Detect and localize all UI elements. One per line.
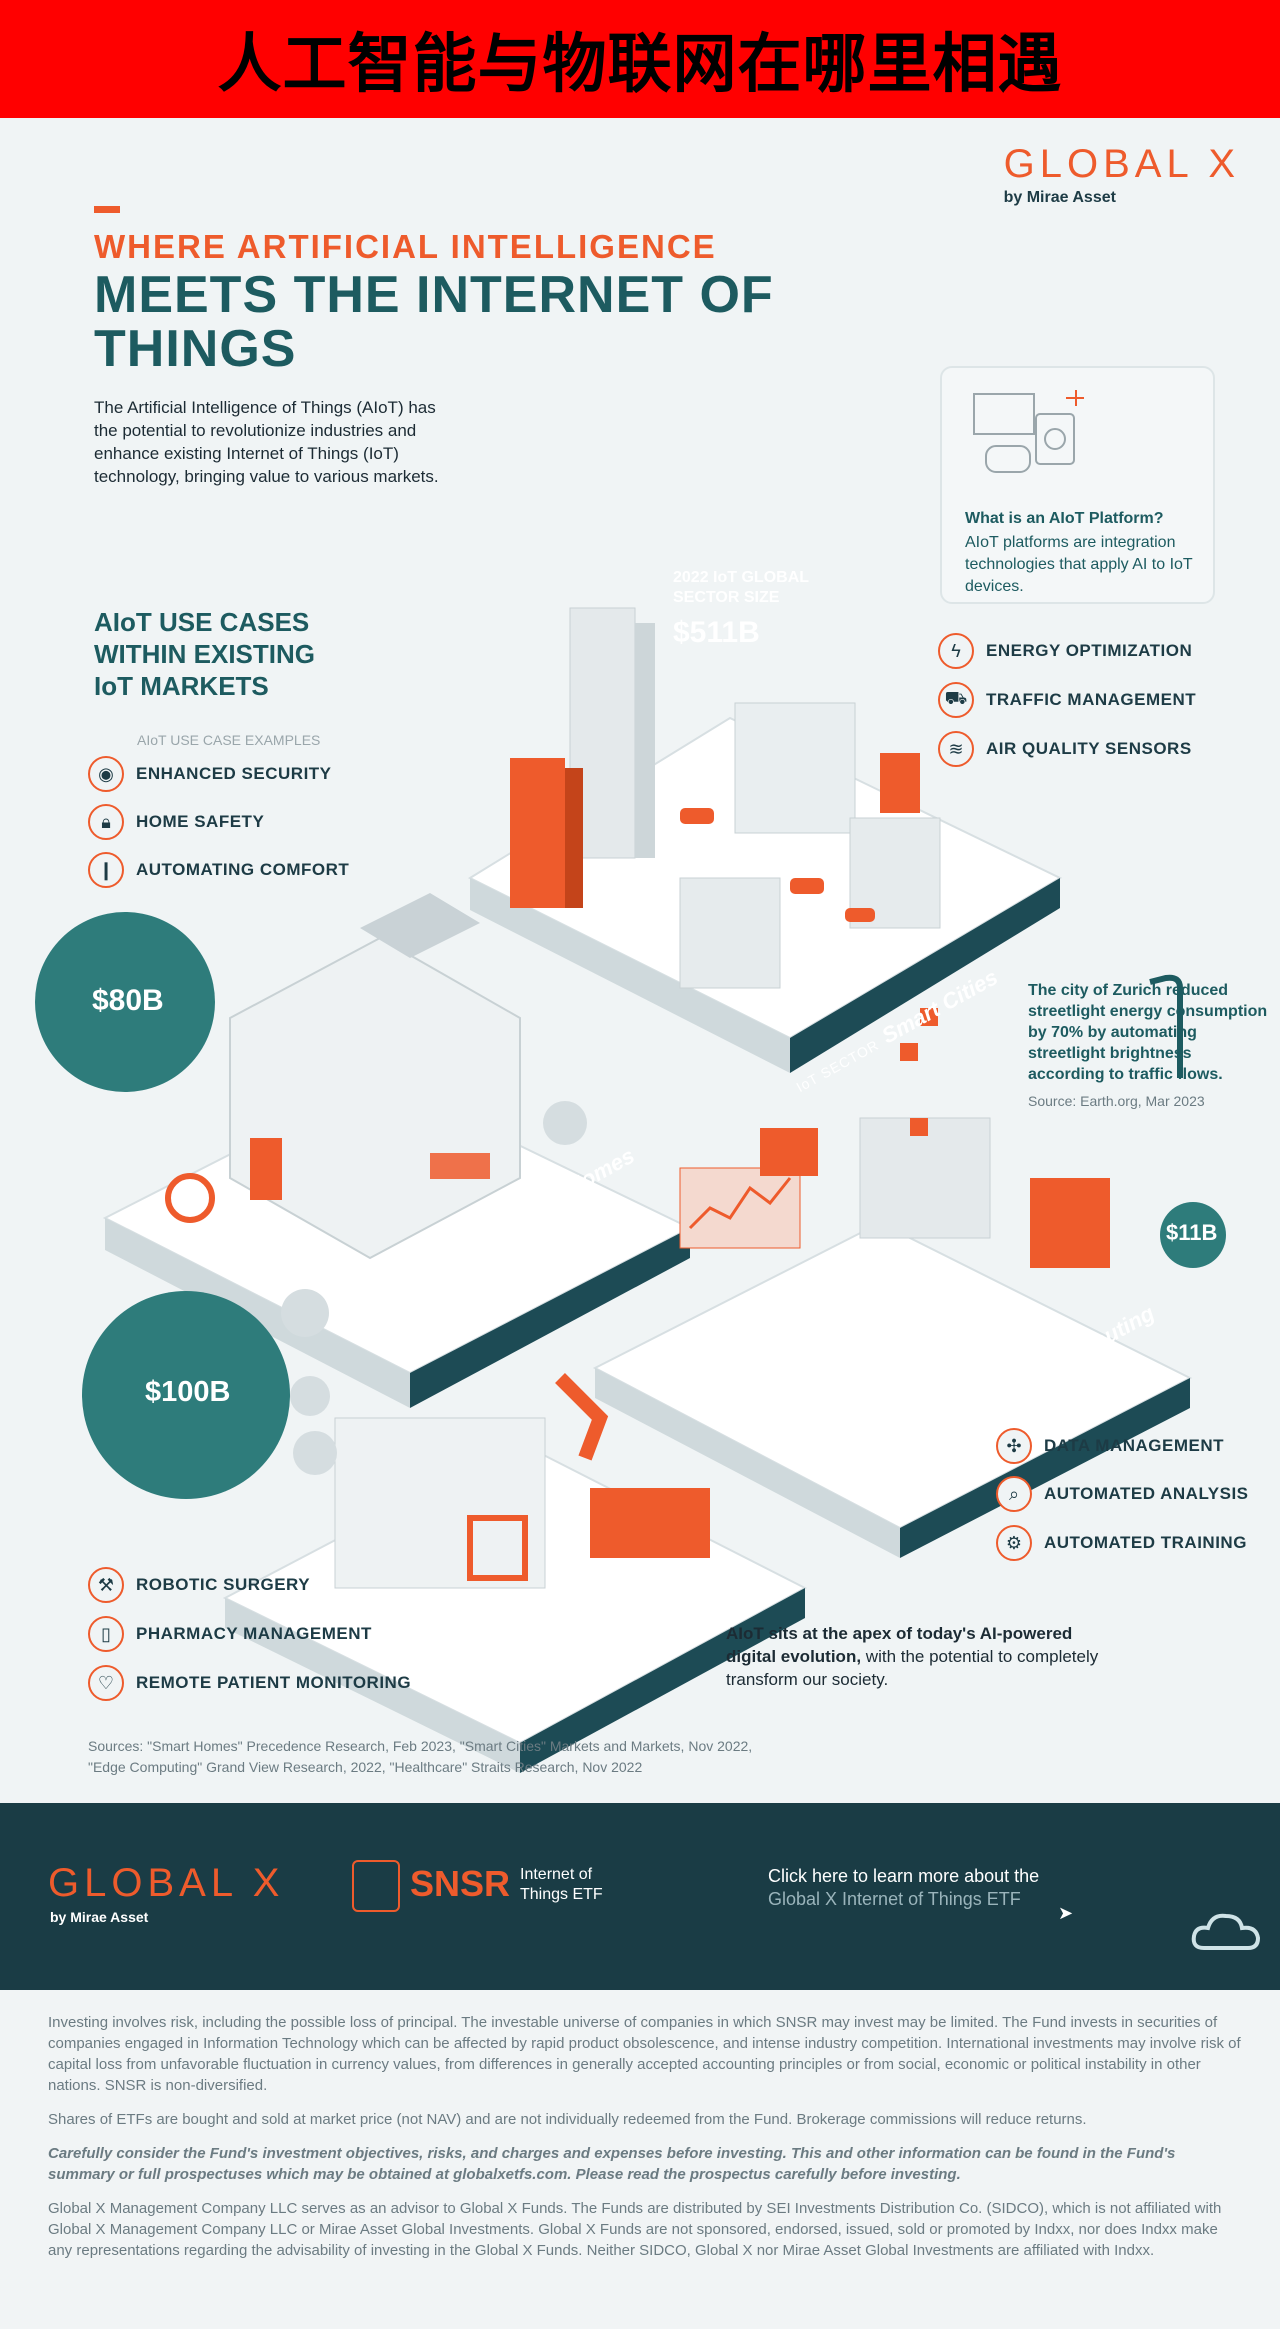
etf-ticker: SNSR [410,1863,511,1904]
feature-label: REMOTE PATIENT MONITORING [136,1673,412,1692]
footer: GLOBAL X by Mirae Asset SNSR Internet of… [0,1803,1280,1990]
lightning-icon: ϟ [938,633,974,669]
lock-icon: 🔒︎ [88,804,124,840]
kicker: WHERE ARTIFICIAL INTELLIGENCE [94,228,717,265]
robot-arm-icon: ⚒ [88,1567,124,1603]
apex-rest: with the potential to completely transfo… [726,1647,1099,1689]
thermometer-icon: ❙ [88,852,124,888]
info-question: What is an AIoT Platform? [965,510,1164,527]
brand-name: GLOBAL X [1003,142,1240,186]
apex-bold: AIoT sits at the apex of today's AI-powe… [726,1624,1073,1666]
feature-pharmacy-management: ▯ PHARMACY MANAGEMENT [88,1616,372,1652]
eye-icon: ◉ [88,756,124,792]
feature-traffic-management: ⛟ TRAFFIC MANAGEMENT [938,682,1196,718]
isometric-illustration [102,607,1193,1773]
accent-bar [94,206,120,213]
feature-label: TRAFFIC MANAGEMENT [986,690,1197,709]
cloud-icon [1191,1913,1261,1950]
zurich-source: Source: Earth.org, Mar 2023 [1028,1093,1205,1109]
solar-panel [360,893,480,958]
etf-learn-more-link[interactable]: Click here to learn more about the Globa… [768,1865,1088,1911]
aiot-platform-info-box [940,366,1215,604]
sources-line: Sources: "Smart Homes" Precedence Resear… [88,1738,753,1754]
feature-label: AUTOMATED ANALYSIS [1044,1484,1249,1503]
disclaimer: Investing involves risk, including the p… [48,2012,1243,2274]
feature-label: HOME SAFETY [136,812,265,831]
edge-computing-value: $11B [1166,1220,1218,1245]
devices-icon [973,390,1084,473]
smart-cities-caption: 2022 IoT GLOBAL SECTOR SIZE [673,569,809,606]
headline: MEETS THE INTERNET OF THINGS [94,266,774,378]
feature-label: ENHANCED SECURITY [136,764,332,783]
streetlight [1149,974,1183,1078]
server-rack [1030,1178,1110,1268]
disclaimer-paragraph: Investing involves risk, including the p… [48,2014,1241,2094]
brand-sub: by Mirae Asset [1003,189,1116,206]
footer-brand: GLOBAL X [48,1861,285,1905]
feature-label: AIR QUALITY SENSORS [986,739,1192,758]
server [859,1117,991,1239]
smart-cities-platform-side [790,878,1060,1073]
gear-icon: ⚙ [996,1525,1032,1561]
door [250,1138,282,1200]
hospital-building [334,1417,546,1589]
orange-tower [510,758,565,908]
feature-automated-training: ⚙ AUTOMATED TRAINING [996,1525,1247,1561]
cta-line: Global X Internet of Things ETF [768,1889,1021,1909]
sources: Sources: "Smart Homes" Precedence Resear… [88,1736,848,1778]
feature-remote-patient-monitoring: ♡ REMOTE PATIENT MONITORING [88,1665,411,1701]
network-icon: ✣ [996,1428,1032,1464]
monitor-bank [590,1488,710,1558]
footer-brand-sub: by Mirae Asset [50,1909,149,1925]
cursor-icon: ➤ [1058,1903,1074,1923]
intro-text: The Artificial Intelligence of Things (A… [94,398,439,486]
feature-automated-analysis: ⌕ AUTOMATED ANALYSIS [996,1476,1249,1512]
feature-label: DATA MANAGEMENT [1044,1436,1224,1455]
robot-arm [555,1373,609,1461]
disclaimer-paragraph: Carefully consider the Fund's investment… [48,2145,1176,2183]
feature-robotic-surgery: ⚒ ROBOTIC SURGERY [88,1567,310,1603]
feature-data-management: ✣ DATA MANAGEMENT [996,1428,1224,1464]
smart-homes-circle [35,912,215,1092]
apex-statement: AIoT sits at the apex of today's AI-powe… [726,1622,1126,1691]
billboard [880,753,920,813]
smart-cities-value: $511B [673,616,760,649]
banner-title: 人工智能与物联网在哪里相遇 [217,28,1063,102]
feature-label: AUTOMATING COMFORT [136,860,350,879]
use-cases-subtitle: AIoT USE CASE EXAMPLES [137,732,321,748]
car-icon: ⛟ [938,682,974,718]
disclaimer-paragraph: Shares of ETFs are bought and sold at ma… [48,2111,1087,2128]
chip-icon [352,1860,400,1912]
infographic-main: GLOBAL X by Mirae Asset WHERE ARTIFICIAL… [0,118,1280,1803]
disclaimer-paragraph: Global X Management Company LLC serves a… [48,2200,1222,2259]
pill-bottle-icon: ▯ [88,1616,124,1652]
healthcare-value: $100B [145,1376,231,1408]
brand-logo: GLOBAL X by Mirae Asset [1004,142,1240,207]
car [680,808,714,824]
etf-description: Internet of Things ETF [520,1866,603,1903]
heart-pulse-icon: ♡ [88,1665,124,1701]
feature-label: PHARMACY MANAGEMENT [136,1624,372,1643]
cta-line: Click here to learn more about the [768,1866,1040,1886]
feature-energy-optimization: ϟ ENERGY OPTIMIZATION [938,633,1192,669]
info-answer: AIoT platforms are integration technolog… [965,534,1193,595]
title-banner: 人工智能与物联网在哪里相遇 [0,0,1280,118]
magnifier-icon: ⌕ [996,1476,1032,1512]
edge-computing-circle [1160,1202,1226,1268]
feature-home-safety: 🔒︎ HOME SAFETY [88,804,264,840]
feature-air-quality-sensors: ≋ AIR QUALITY SENSORS [938,731,1192,767]
zurich-fact: The city of Zurich reduced streetlight e… [1028,982,1268,1083]
sources-line: "Edge Computing" Grand View Research, 20… [88,1759,643,1775]
feature-label: AUTOMATED TRAINING [1044,1533,1247,1552]
use-cases-title: AIoT USE CASES WITHIN EXISTING IoT MARKE… [94,607,315,701]
smart-homes-value: $80B [92,984,164,1017]
feature-automating-comfort: ❙ AUTOMATING COMFORT [88,852,349,888]
fan-icon: ≋ [938,731,974,767]
feature-enhanced-security: ◉ ENHANCED SECURITY [88,756,332,792]
feature-label: ROBOTIC SURGERY [136,1575,311,1594]
feature-label: ENERGY OPTIMIZATION [986,641,1193,660]
dashboard-screen [679,1167,801,1249]
healthcare-circle [82,1291,290,1499]
